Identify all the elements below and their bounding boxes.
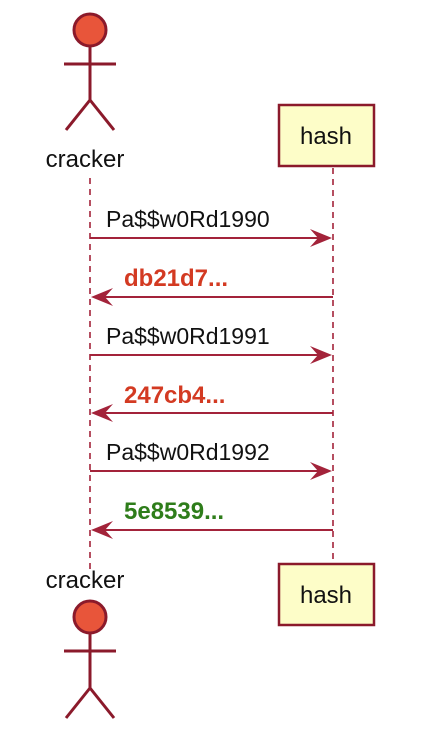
arrowhead-icon <box>91 521 113 539</box>
arrowhead-icon <box>91 288 113 306</box>
message-label: Pa$$w0Rd1992 <box>106 439 270 465</box>
actor-head <box>72 599 108 635</box>
actor-head <box>72 12 108 48</box>
actor-right-leg <box>88 99 116 131</box>
cracker-actor-top <box>64 12 116 131</box>
message-5: Pa$$w0Rd1992 <box>90 439 332 480</box>
message-2: db21d7... <box>91 265 333 306</box>
actor-left-leg <box>64 687 92 719</box>
arrowhead-icon <box>310 346 332 364</box>
hash-box-bottom <box>277 562 376 627</box>
cracker-actor-bottom <box>64 599 116 719</box>
actor-left-leg <box>64 99 92 131</box>
message-label: Pa$$w0Rd1991 <box>106 323 270 349</box>
message-label: 5e8539... <box>124 498 224 525</box>
cracker-label-bottom: cracker <box>46 567 125 594</box>
hash-label-top: hash <box>300 123 352 150</box>
hash-box-top <box>277 103 376 168</box>
message-label: db21d7... <box>124 265 228 292</box>
message-3: Pa$$w0Rd1991 <box>90 323 332 364</box>
message-4: 247cb4... <box>91 382 333 422</box>
arrowhead-icon <box>310 462 332 480</box>
message-6: 5e8539... <box>91 498 333 539</box>
arrowhead-icon <box>310 229 332 247</box>
arrowhead-icon <box>91 404 113 422</box>
hash-label-bottom: hash <box>300 582 352 609</box>
actor-right-leg <box>88 687 116 719</box>
cracker-label-top: cracker <box>46 146 125 173</box>
message-label: Pa$$w0Rd1990 <box>106 206 270 232</box>
message-1: Pa$$w0Rd1990 <box>90 206 332 247</box>
message-label: 247cb4... <box>124 382 225 409</box>
